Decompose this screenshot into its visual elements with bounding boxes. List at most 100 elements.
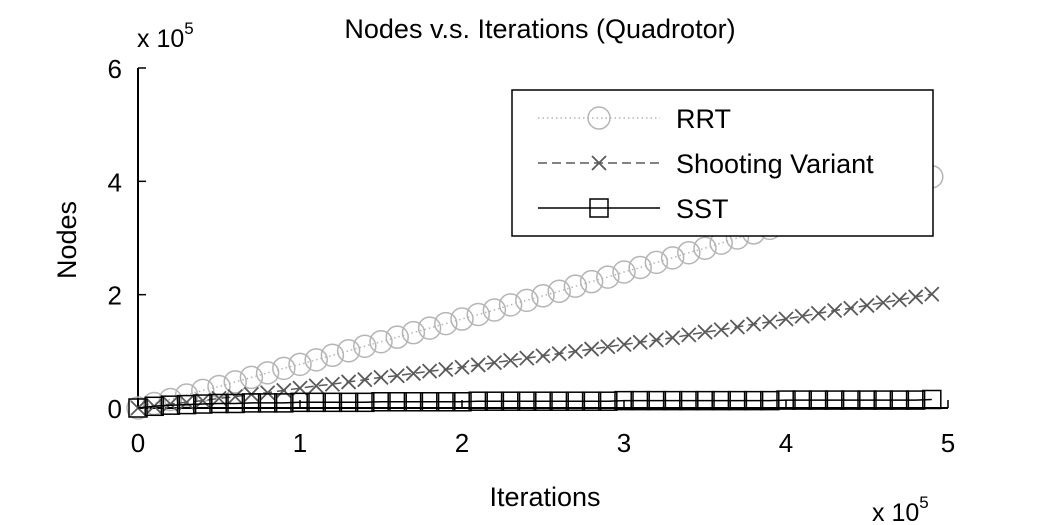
data-point-square	[355, 392, 375, 413]
data-point-square	[403, 392, 424, 412]
data-point-x	[713, 322, 729, 338]
data-point-square	[565, 391, 586, 411]
data-point-x	[616, 336, 632, 353]
data-point-circle	[288, 352, 312, 377]
data-point-x	[340, 374, 357, 390]
data-point-x	[162, 396, 179, 412]
data-point-circle	[693, 236, 717, 260]
data-point-x	[519, 350, 535, 366]
data-point-x	[632, 334, 648, 350]
data-point-circle	[644, 250, 669, 275]
data-point-circle	[498, 293, 523, 317]
data-point-square	[776, 390, 796, 410]
data-point-square	[841, 390, 861, 410]
chart-title: Nodes v.s. Iterations (Quadrotor)	[344, 14, 735, 44]
data-point-x	[891, 292, 908, 308]
data-point-square	[436, 392, 456, 412]
data-point-square	[824, 390, 845, 410]
x-tick-label: 5	[941, 428, 955, 458]
data-point-square	[128, 398, 148, 418]
x-tick-label: 2	[455, 428, 469, 458]
data-point-square	[371, 392, 391, 412]
legend-label: SST	[676, 194, 729, 224]
y-axis-label: Nodes	[52, 201, 82, 279]
legend-item: SST	[538, 194, 729, 224]
data-point-x	[324, 376, 341, 392]
data-point-x	[924, 286, 940, 302]
legend-label: RRT	[676, 104, 731, 134]
data-point-circle	[385, 325, 409, 349]
data-point-square	[176, 394, 197, 415]
data-point-x	[567, 343, 584, 359]
data-point-circle	[126, 396, 150, 420]
data-point-x	[583, 341, 600, 357]
x-multiplier: x 105	[872, 493, 929, 525]
data-point-square	[419, 392, 440, 412]
data-point-x	[535, 348, 551, 364]
y-tick-label: 0	[108, 394, 122, 424]
data-point-square	[209, 393, 229, 414]
x-tick-label: 4	[779, 428, 793, 458]
data-point-x	[600, 339, 616, 355]
data-point-square	[581, 391, 602, 411]
data-point-circle	[304, 348, 328, 372]
x-tick-label: 0	[131, 428, 145, 458]
data-point-x	[259, 385, 276, 401]
data-point-square	[533, 391, 553, 411]
data-point-square	[241, 393, 262, 413]
data-point-circle	[434, 311, 458, 336]
series-line	[137, 398, 932, 409]
data-point-x	[276, 382, 292, 399]
data-point-square	[598, 391, 618, 411]
data-point-circle	[353, 334, 377, 358]
x-axis-label: Iterations	[489, 482, 600, 512]
data-point-x	[405, 365, 422, 382]
data-point-x	[591, 155, 607, 171]
series-line	[137, 293, 932, 409]
data-point-x	[859, 297, 875, 314]
data-point-square	[274, 393, 294, 413]
x-tick-label: 3	[617, 428, 631, 458]
x-multiplier-exponent: 5	[919, 493, 928, 512]
legend-label: Shooting Variant	[676, 149, 874, 179]
data-point-square	[468, 391, 488, 411]
data-point-circle	[223, 370, 247, 394]
data-point-x	[470, 357, 486, 373]
data-point-square	[630, 390, 650, 411]
data-point-square	[808, 390, 829, 410]
data-point-circle	[515, 288, 539, 313]
data-point-square	[144, 396, 164, 417]
data-point-x	[227, 389, 243, 405]
data-point-circle	[677, 240, 701, 265]
data-point-x	[778, 311, 794, 327]
data-point-circle	[158, 387, 183, 412]
data-point-square	[873, 390, 893, 410]
data-point-x	[810, 305, 827, 322]
data-point-square	[614, 390, 634, 411]
data-point-circle	[466, 302, 490, 327]
data-point-square	[257, 393, 278, 413]
data-point-square	[695, 390, 715, 411]
data-point-square	[484, 391, 505, 411]
data-point-circle	[450, 307, 474, 331]
y-tick-label: 6	[108, 54, 122, 84]
data-point-square	[662, 390, 683, 411]
data-point-x	[486, 355, 503, 371]
data-point-square	[589, 198, 609, 218]
data-point-square	[452, 392, 472, 412]
data-point-x	[745, 316, 762, 332]
y-multiplier: x 105	[137, 19, 194, 53]
data-point-x	[357, 372, 373, 388]
series-sst	[128, 389, 942, 418]
data-point-circle	[628, 255, 652, 280]
data-point-square	[889, 390, 910, 410]
data-point-circle	[612, 260, 636, 284]
data-point-circle	[401, 320, 426, 345]
data-point-x	[648, 332, 665, 348]
data-point-x	[664, 330, 681, 346]
data-point-x	[826, 302, 843, 319]
data-point-circle	[579, 269, 604, 294]
data-point-circle	[417, 316, 442, 340]
x-tick-label: 1	[293, 428, 307, 458]
